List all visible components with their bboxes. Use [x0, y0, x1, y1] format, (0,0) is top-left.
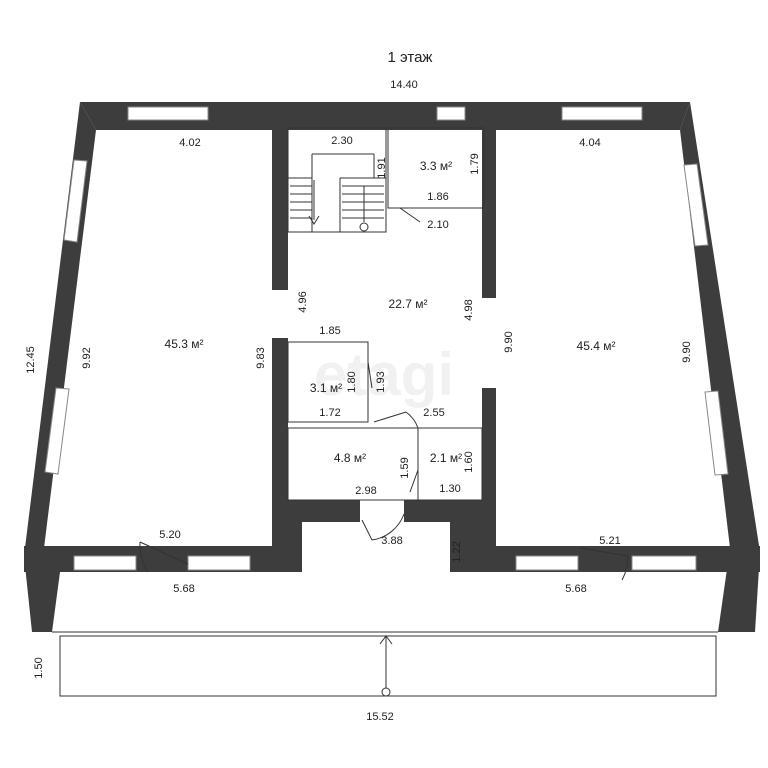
dim-left-right: 9.83: [255, 347, 267, 368]
terrace-marker: [381, 687, 391, 697]
dim-room-mid-w: 2.98: [355, 485, 376, 497]
dim-wc-small-h: 1.60: [463, 451, 475, 472]
wall-entrance-bottom-right: [404, 500, 464, 522]
window-bottom-right-b: [631, 555, 697, 571]
dim-door-w: 2.10: [427, 219, 448, 231]
dim-storage-h: 1.80: [346, 371, 358, 392]
dim-terrace-h: 1.50: [33, 657, 45, 678]
area-right-hall: 45.4 м²: [577, 339, 616, 353]
area-room-mid: 4.8 м²: [334, 451, 366, 465]
dim-wc-top-w: 1.86: [427, 191, 448, 203]
window-top-right: [561, 106, 643, 121]
area-corridor: 22.7 м²: [389, 297, 428, 311]
dim-right-facade: 5.68: [565, 583, 586, 595]
dim-wc-top-h: 1.79: [469, 153, 481, 174]
dim-stairs-depth: 1.91: [376, 157, 388, 178]
terrace-post-left: [24, 556, 60, 632]
wall-top: [80, 102, 690, 130]
dimension-labels: 14.40 4.02 4.04 2.30 1.91 1.79 1.86 2.10…: [25, 79, 693, 723]
stairs-marker: [359, 222, 369, 232]
wall-corridor-right-low: [482, 388, 496, 528]
dim-right-right: 9.90: [681, 341, 693, 362]
dim-wc-small-d: 1.59: [399, 457, 411, 478]
partitions: [52, 127, 718, 697]
dim-left-top: 4.02: [179, 137, 200, 149]
stairs-box: [287, 127, 387, 233]
dim-stairs-width: 2.30: [331, 135, 352, 147]
area-wc-small: 2.1 м²: [430, 451, 462, 465]
dim-top-total: 14.40: [390, 79, 418, 91]
dim-left-inner: 9.92: [81, 347, 93, 368]
dim-left-outer: 12.45: [25, 346, 37, 374]
area-left-hall: 45.3 м²: [165, 337, 204, 351]
wall-bottom-left: [24, 546, 300, 572]
right-terrace-door: [579, 547, 629, 581]
floor-title: 1 этаж: [388, 49, 433, 66]
dim-corr-w: 1.85: [319, 325, 340, 337]
area-storage: 3.1 м²: [310, 381, 342, 395]
dim-storage-d: 1.93: [375, 371, 387, 392]
dim-left-facade: 5.68: [173, 583, 194, 595]
dim-terrace-w: 15.52: [366, 711, 394, 723]
wall-corridor-left-low: [272, 338, 288, 528]
terrace-post-right: [718, 548, 760, 632]
dim-right-top: 4.04: [579, 137, 600, 149]
window-top-mid: [436, 106, 466, 121]
dim-storage-w: 1.72: [319, 407, 340, 419]
wall-bottom-right: [470, 546, 760, 572]
wall-corridor-right: [482, 128, 496, 298]
window-right-upper: [683, 163, 709, 247]
dim-step-h: 1.22: [451, 541, 463, 562]
window-left-upper: [63, 159, 88, 243]
wall-corridor-left: [272, 128, 288, 290]
window-top-left: [127, 106, 209, 121]
dim-mid-w: 2.55: [423, 407, 444, 419]
area-wc-top: 3.3 м²: [420, 159, 452, 173]
left-terrace-door: [139, 541, 189, 573]
dim-right-left: 9.90: [503, 331, 515, 352]
entrance-door: [361, 513, 405, 541]
dim-wc-small-w: 1.30: [439, 483, 460, 495]
wc-top-box: [387, 127, 485, 209]
storage-box: [287, 341, 369, 423]
terrace-rail: [59, 635, 717, 697]
dim-right-bottom: 5.21: [599, 535, 620, 547]
watermark: etagi: [314, 341, 454, 408]
window-bottom-right-a: [515, 555, 579, 571]
wc-small-box: [417, 427, 483, 501]
dim-corr-h: 4.96: [297, 291, 309, 312]
dim-left-bottom: 5.20: [159, 529, 180, 541]
window-right-lower: [704, 390, 729, 476]
window-left-lower: [44, 387, 70, 475]
wall-entrance-bottom-left: [288, 500, 360, 522]
windows: [44, 106, 729, 571]
window-bottom-left-b: [187, 555, 251, 571]
dim-entrance-w: 3.88: [381, 535, 402, 547]
room-labels: 45.3 м² 45.4 м² 22.7 м² 3.3 м² 3.1 м² 4.…: [165, 159, 616, 465]
window-bottom-left-a: [73, 555, 137, 571]
dim-corr-right: 4.98: [463, 299, 475, 320]
